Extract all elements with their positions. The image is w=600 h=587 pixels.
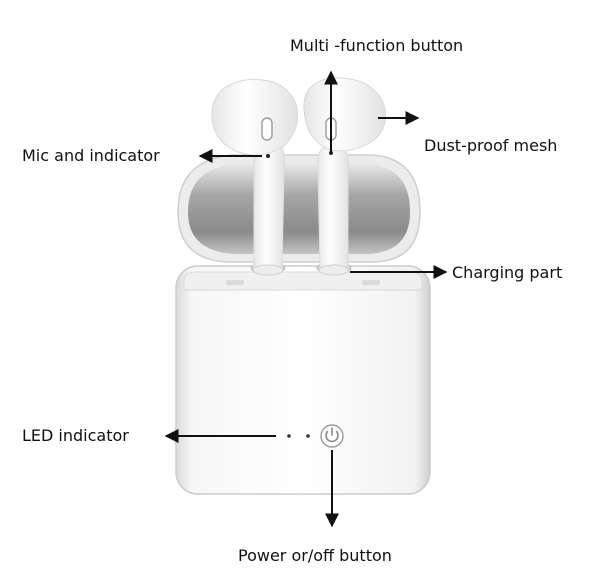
mic-dot [266, 154, 270, 158]
earbud-left [211, 79, 298, 276]
label-power-button: Power or/off button [238, 546, 392, 565]
label-mic-and-indicator: Mic and indicator [22, 146, 160, 165]
case-lid [177, 154, 421, 263]
case-hinge-left [226, 280, 244, 285]
callout-arrows [164, 70, 448, 528]
label-charging-part: Charging part [452, 263, 563, 282]
left-touch-button [261, 117, 273, 141]
label-multi-function-button: Multi -function button [290, 36, 464, 55]
case-hinge-right [362, 280, 380, 285]
power-icon [320, 424, 344, 448]
charging-case-body [175, 265, 431, 495]
earbud-right [303, 77, 387, 276]
label-dust-proof-mesh: Dust-proof mesh [424, 136, 558, 155]
label-led-indicator: LED indicator [22, 426, 129, 445]
led-indicator [287, 434, 310, 438]
